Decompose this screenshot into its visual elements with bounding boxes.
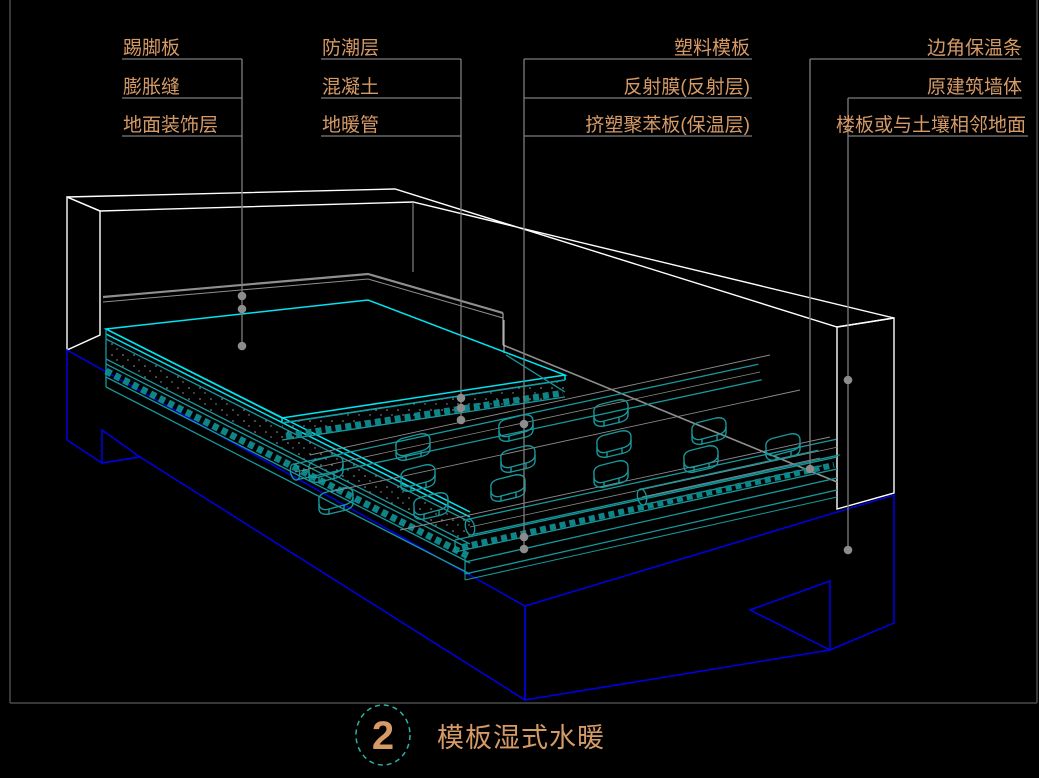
callout-moisture-barrier: 防潮层 [322, 37, 379, 59]
leader-dot [519, 532, 529, 542]
detail-bubble-icon [355, 704, 411, 766]
callout-labels: 踢脚板 膨胀缝 地面装饰层 防潮层 混凝土 地暖管 塑料模板 反射膜(反射层) … [122, 37, 1028, 137]
leader-dot [237, 291, 247, 301]
detail-number: 2 [372, 714, 394, 758]
xps-bottom-edge [464, 496, 838, 581]
concrete-speckle-band-front [106, 339, 470, 544]
callout-xps-insulation: 挤塑聚苯板(保温层) [585, 114, 750, 136]
original-building-wall [66, 188, 895, 510]
leader-dot [456, 415, 466, 425]
slab-right-face [524, 493, 895, 701]
base-slab [66, 348, 895, 702]
detail-name: 模板湿式水暖 [437, 723, 605, 753]
skirting-board [102, 272, 838, 483]
callout-concrete: 混凝土 [322, 76, 379, 98]
callout-edge-insulation-strip: 边角保温条 [927, 37, 1022, 59]
callout-original-wall: 原建筑墙体 [927, 76, 1022, 98]
detail-title: 2 模板湿式水暖 [355, 704, 605, 766]
template-rib-lines [309, 354, 831, 531]
template-crosssection-chain [104, 367, 472, 561]
callout-reflective-film: 反射膜(反射层) [623, 76, 750, 98]
leader-dot [456, 393, 466, 403]
concrete-speckle-band-fr [282, 380, 565, 440]
callout-finish-layer: 地面装饰层 [123, 114, 218, 136]
slab-right-notch [748, 579, 831, 652]
heating-template-field [289, 354, 840, 536]
leader-dot [456, 403, 466, 413]
edge-insulation-strip-line [502, 344, 838, 483]
slab-left-notch [101, 428, 142, 464]
leader-dot [519, 544, 529, 554]
sheet-frame [9, 0, 1038, 704]
floor-layer-stack [104, 328, 472, 575]
leader-dot [843, 545, 853, 555]
callout-plastic-template: 塑料模板 [674, 37, 750, 59]
band-chain [461, 462, 835, 550]
callout-floor-slab-ground: 楼板或与土壤相邻地面 [836, 114, 1026, 136]
wall-right-end-face [836, 317, 895, 510]
callout-skirting: 踢脚板 [123, 37, 180, 59]
callout-heating-pipe: 地暖管 [322, 114, 379, 136]
leader-dot [843, 375, 853, 385]
leader-dot [237, 304, 247, 314]
callout-expansion-joint: 膨胀缝 [123, 76, 180, 98]
template-crosssection-chain-fr [285, 389, 564, 440]
leader-lines [237, 59, 853, 555]
leader-dot [237, 341, 247, 351]
wall-left-end-face [66, 195, 101, 352]
concrete-cut-band [281, 354, 566, 441]
leader-dot [519, 419, 529, 429]
leader-dot [805, 464, 815, 474]
